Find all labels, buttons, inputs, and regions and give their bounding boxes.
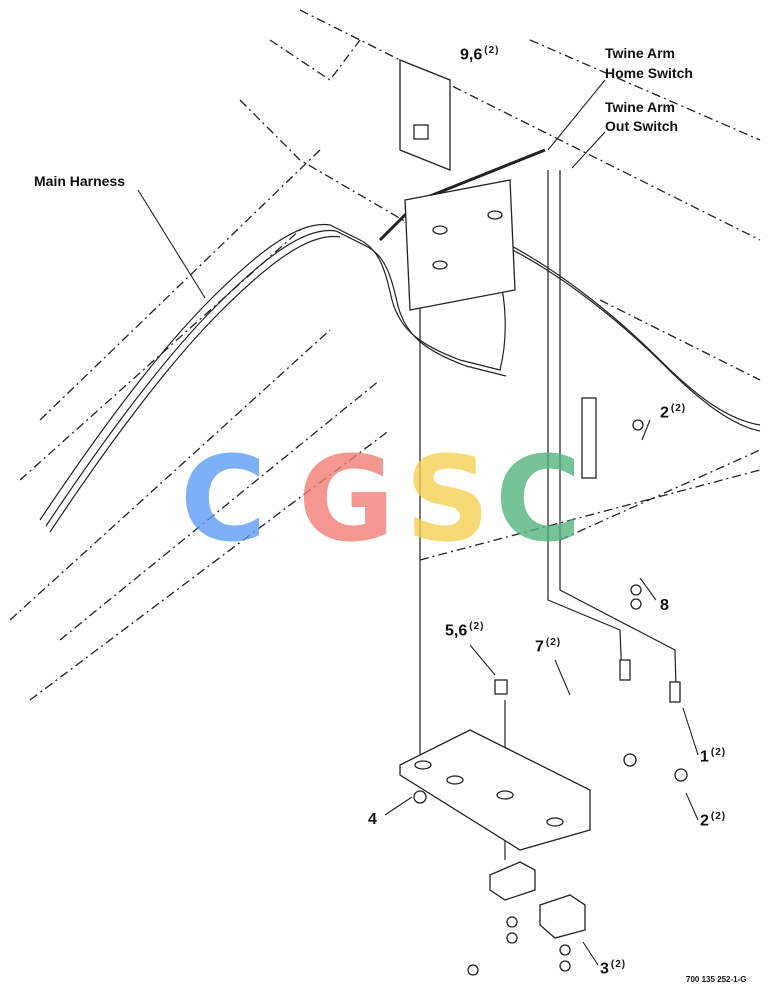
callout-5-6: 5,6(2) bbox=[445, 622, 484, 639]
callout-3: 3(2) bbox=[600, 960, 626, 977]
figure-number: 700 135 252-1-G bbox=[686, 975, 747, 984]
part-4-bracket bbox=[399, 729, 591, 851]
watermark-letter-g: G bbox=[298, 430, 395, 568]
callout-7: 7(2) bbox=[535, 638, 561, 655]
mounting-bracket-upper bbox=[399, 59, 516, 311]
callout-2-bottom-qty: (2) bbox=[710, 811, 727, 822]
label-twine-arm-home-line1: Twine Arm bbox=[605, 45, 676, 61]
callout-2-bottom: 2(2) bbox=[700, 812, 726, 829]
label-twine-arm-home-line2: Home Switch bbox=[605, 65, 693, 81]
label-twine-arm-out-line2: Out Switch bbox=[605, 118, 679, 134]
watermark-letter-c1: C bbox=[180, 430, 267, 568]
callout-7-qty: (2) bbox=[545, 637, 562, 648]
label-twine-arm-out-line1: Twine Arm bbox=[605, 99, 676, 115]
callout-7-number: 7 bbox=[535, 638, 544, 656]
callout-4: 4 bbox=[368, 811, 377, 828]
callout-3-number: 3 bbox=[600, 960, 609, 978]
callout-9-6-qty: (2) bbox=[484, 45, 500, 56]
wire-harness bbox=[39, 148, 761, 533]
callout-9-6-number: 9,6 bbox=[460, 46, 483, 64]
callout-2-top-qty: (2) bbox=[670, 403, 687, 414]
callout-1: 1(2) bbox=[700, 748, 726, 765]
fasteners bbox=[413, 124, 688, 976]
watermark-letter-c2: C bbox=[495, 430, 582, 568]
callout-3-qty: (2) bbox=[610, 959, 627, 970]
callout-8: 8 bbox=[660, 597, 669, 614]
callout-1-number: 1 bbox=[700, 748, 709, 766]
callout-2-bottom-number: 2 bbox=[700, 812, 709, 830]
callout-5-6-qty: (2) bbox=[469, 621, 485, 632]
callout-9-6: 9,6(2) bbox=[460, 46, 499, 63]
label-main-harness: Main Harness bbox=[34, 173, 126, 189]
machine-frame-outline bbox=[9, 9, 761, 701]
part-3-brackets bbox=[489, 861, 586, 939]
leader-lines bbox=[137, 79, 699, 966]
callout-1-qty: (2) bbox=[710, 747, 727, 758]
callout-5-6-number: 5,6 bbox=[445, 622, 468, 640]
callout-2-top: 2(2) bbox=[660, 404, 686, 421]
callout-2-top-number: 2 bbox=[660, 404, 669, 422]
watermark-letter-s: S bbox=[405, 430, 490, 568]
